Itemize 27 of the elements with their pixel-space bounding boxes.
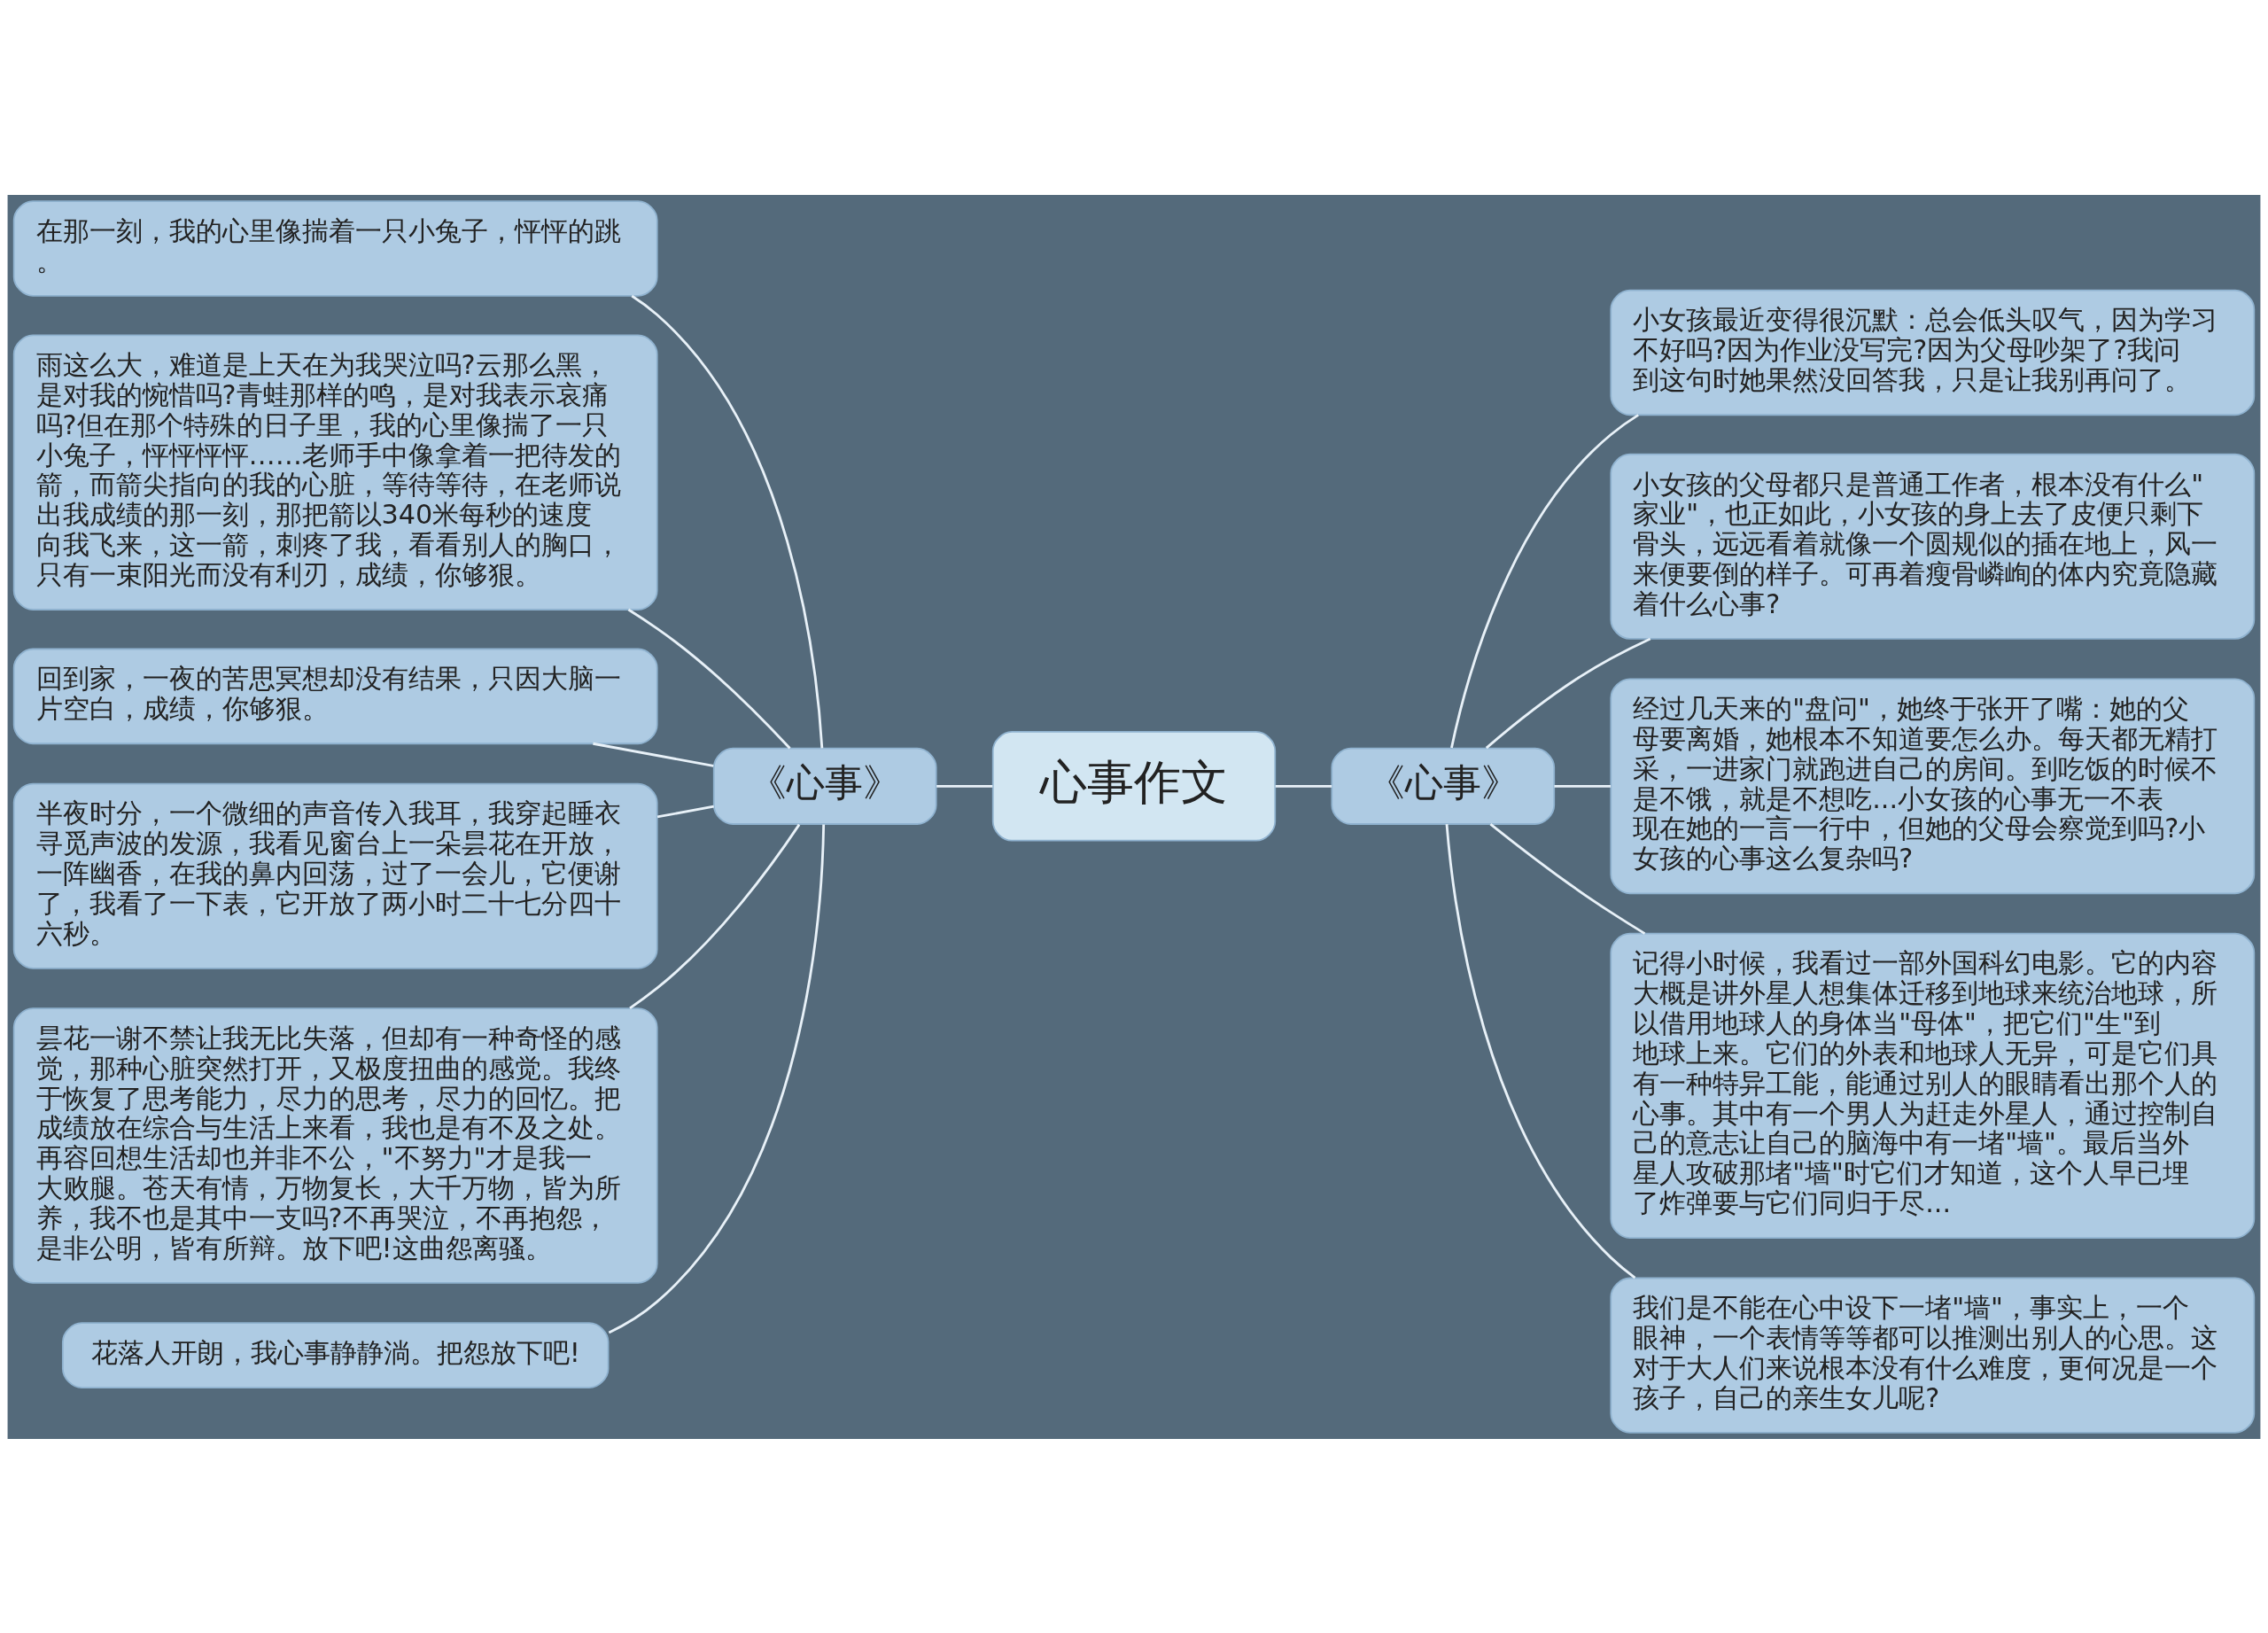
node-box: 记得小时候，我看过一部外国科幻电影。它的内容大概是讲外星人想集体迁移到地球来统治地球，所以借用地球人的身体当"母体"，把它们"生"到地球上来。它们的外表和地球人无异，可是它们具有一种特异工能，能通过别人的眼睛看出那个人的心事。其中有一个男人为赶走外星人，通过控制自己的意志让自己的脑海中有一堵"墙"。最后当外星人攻破那堵"墙"时它们才知道，这个人早已埋了炸弹要与它们同归于尽... bbox=[1610, 932, 2256, 1239]
node-box: 我们是不能在心中设下一堵"墙"，事实上，一个眼神，一个表情等等都可以推测出别人的心思。这对于大人们来说根本没有什么难度，更何况是一个孩子，自己的亲生女儿呢? bbox=[1610, 1277, 2256, 1434]
connector bbox=[593, 742, 714, 767]
node-box: 经过几天来的"盘问"，她终于张开了嘴：她的父母要离婚，她根本不知道要怎么办。每天都无精打采，一进家门就跑进自己的房间。到吃饭的时候不是不饿，就是不想吃...小女孩的心事无一不表现在她的一言一行中，但她的父母会察觉到吗?小女孩的心事这么复杂吗? bbox=[1610, 677, 2256, 894]
connector bbox=[1450, 413, 1639, 748]
connector bbox=[1554, 784, 1612, 788]
node-box: 在那一刻，我的心里像揣着一只小兔子，怦怦的跳。 bbox=[12, 199, 658, 297]
node-box: 小女孩最近变得很沉默：总会低头叹气，因为学习不好吗?因为作业没写完?因为父母吵架了?我问到这句时她果然没回答我，只是让我别再问了。 bbox=[1610, 289, 2256, 416]
node-box: 《心事》 bbox=[1331, 747, 1556, 825]
node-box: 小女孩的父母都只是普通工作者，根本没有什么"家业"，也正如此，小女孩的身上去了皮便只剩下骨头，远远看着就像一个圆规似的插在地上，风一来便要倒的样子。可再着瘦骨嶙峋的体内究竟隐藏着什么心事? bbox=[1610, 453, 2256, 640]
connector bbox=[1445, 823, 1636, 1279]
connector bbox=[629, 823, 801, 1009]
node-box: 半夜时分，一个微细的声音传入我耳，我穿起睡衣寻觅声波的发源，我看见窗台上一朵昙花在开放，一阵幽香，在我的鼻内回荡，过了一会儿，它便谢了，我看了一下表，它开放了两小时二十七分四十六秒。 bbox=[12, 782, 658, 969]
node-box: 花落人开朗，我心事静静淌。把怨放下吧! bbox=[61, 1321, 610, 1388]
node-box: 心事作文 bbox=[991, 730, 1277, 842]
connector bbox=[627, 608, 791, 750]
connector bbox=[936, 784, 993, 788]
connector bbox=[1275, 784, 1332, 788]
connector bbox=[1485, 637, 1651, 749]
node-box: 回到家，一夜的苦思冥想却没有结果，只因大脑一片空白，成绩，你够狠。 bbox=[12, 648, 658, 744]
node-box: 雨这么大，难道是上天在为我哭泣吗?云那么黑，是对我的惋惜吗?青蛙那样的鸣，是对我表示哀痛吗?但在那个特殊的日子里，我的心里像揣了一只小兔子，怦怦怦怦……老师手中像拿着一把待发的箭，而箭尖指向的我的心脏，等待等待，在老师说出我成绩的那一刻，那把箭以340米每秒的速度向我飞来，这一箭，刺疼了我，看看别人的胸口，只有一束阳光而没有利刃，成绩，你够狠。 bbox=[12, 334, 658, 610]
connector bbox=[608, 823, 826, 1334]
node-box: 昙花一谢不禁让我无比失落，但却有一种奇怪的感觉，那种心脏突然打开，又极度扭曲的感觉。我终于恢复了思考能力，尽力的思考，尽力的回忆。把成绩放在综合与生活上来看，我也是有不及之处。再容回想生活却也并非不公，"不努力"才是我一大败腿。苍天有情，万物复长，大千万物，皆为所养，我不也是其中一支吗?不再哭泣，不再抱怨，是非公明，皆有所辩。放下吧!这曲怨离骚。 bbox=[12, 1007, 658, 1284]
node-box: 《心事》 bbox=[712, 747, 937, 825]
connector bbox=[631, 294, 824, 748]
connector bbox=[656, 805, 714, 818]
connector bbox=[1489, 822, 1646, 935]
